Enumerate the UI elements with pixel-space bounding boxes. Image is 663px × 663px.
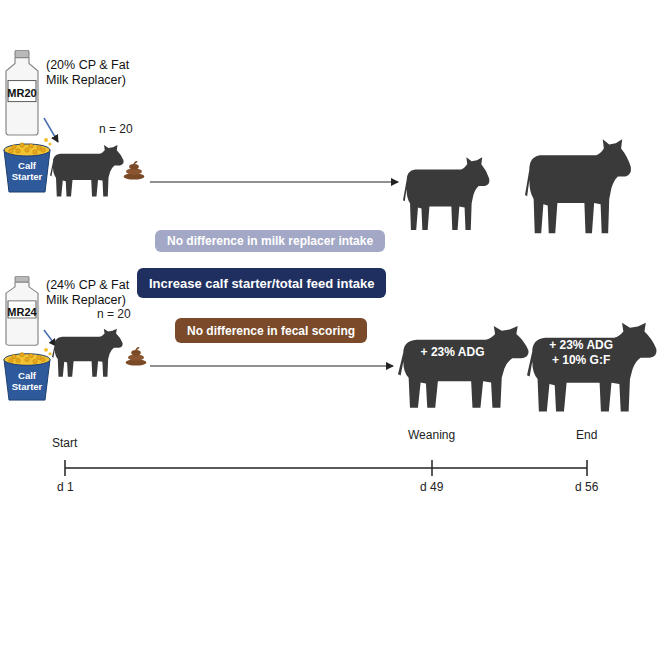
shape-part bbox=[33, 359, 37, 363]
phase-label: End bbox=[576, 428, 597, 442]
bottle-heading: (20% CP & Fat Milk Replacer) bbox=[46, 58, 142, 88]
shape-part bbox=[25, 148, 29, 152]
bucket-label: Calf Starter bbox=[10, 160, 44, 182]
calf-text: + 23% ADG+ 10% G:F bbox=[535, 338, 627, 368]
sample-size: n = 20 bbox=[97, 307, 131, 321]
calf-figure bbox=[398, 318, 531, 410]
day-label: d 1 bbox=[57, 480, 74, 494]
time-arrow bbox=[150, 181, 398, 182]
feed-arrow bbox=[44, 118, 58, 142]
calf-figure bbox=[52, 329, 123, 377]
shape-part bbox=[29, 354, 33, 358]
banner-text: Increase calf starter/total feed intake bbox=[149, 276, 374, 291]
shape-part bbox=[15, 50, 29, 58]
result-text: + 23% ADG bbox=[406, 345, 499, 360]
banner-text: No difference in fecal scoring bbox=[187, 324, 355, 338]
banner-text: No difference in milk replacer intake bbox=[167, 234, 373, 248]
result-text: + 10% G:F bbox=[535, 353, 627, 368]
phase-label: Start bbox=[52, 436, 77, 450]
timeline-tick bbox=[64, 460, 66, 476]
shape-part bbox=[398, 326, 529, 408]
bucket-node: Calf Starter bbox=[2, 136, 52, 194]
shape-part bbox=[44, 348, 48, 352]
shape-part bbox=[29, 144, 33, 148]
shape-part bbox=[16, 358, 20, 362]
shape-part bbox=[4, 354, 50, 366]
calf-figure bbox=[525, 139, 631, 233]
calf-node: + 23% ADG+ 10% G:F bbox=[527, 314, 659, 414]
calf-node: + 23% ADG bbox=[398, 318, 531, 410]
shape-part bbox=[37, 146, 41, 150]
shape-part bbox=[33, 150, 37, 154]
shape-part bbox=[41, 148, 45, 152]
feces-icon bbox=[126, 348, 147, 366]
sample-size: n = 20 bbox=[99, 122, 133, 136]
shape-part bbox=[12, 354, 16, 358]
result-text: + 23% ADG bbox=[535, 338, 627, 353]
bottle-label: MR24 bbox=[2, 306, 42, 318]
timeline-axis bbox=[65, 467, 587, 469]
shape-part bbox=[25, 357, 29, 361]
shape-part bbox=[16, 149, 20, 153]
bottle-label: MR20 bbox=[2, 87, 42, 99]
timeline-tick bbox=[586, 460, 588, 476]
bottle-heading: (24% CP & Fat Milk Replacer) bbox=[46, 278, 142, 308]
shape-part bbox=[44, 138, 48, 142]
shape-part bbox=[9, 358, 13, 362]
shape-part bbox=[20, 143, 24, 147]
bucket-label: Calf Starter bbox=[10, 370, 44, 392]
shape-part bbox=[37, 355, 41, 359]
timeline-tick bbox=[431, 460, 433, 476]
shape-part bbox=[527, 323, 657, 412]
finding-banner: No difference in fecal scoring bbox=[175, 318, 367, 343]
shape-part bbox=[48, 142, 51, 145]
day-label: d 49 bbox=[420, 480, 443, 494]
calf-text: + 23% ADG bbox=[406, 345, 499, 360]
calf-figure bbox=[403, 157, 489, 230]
calf-figure bbox=[50, 145, 124, 196]
shape-part bbox=[20, 353, 24, 357]
phase-label: Weaning bbox=[408, 428, 455, 442]
day-label: d 56 bbox=[575, 480, 598, 494]
shape-part bbox=[4, 144, 50, 156]
feed-arrow bbox=[44, 330, 56, 346]
feces-icon bbox=[124, 162, 145, 180]
bottle-node: MR24(24% CP & Fat Milk Replacer) bbox=[2, 276, 42, 346]
shape-part bbox=[9, 149, 13, 153]
finding-banner: No difference in milk replacer intake bbox=[155, 230, 385, 252]
bucket-node: Calf Starter bbox=[2, 346, 52, 402]
bottle-node: MR20(20% CP & Fat Milk Replacer) bbox=[2, 50, 42, 136]
shape-part bbox=[15, 276, 29, 282]
shape-part bbox=[48, 352, 51, 355]
time-arrow bbox=[150, 365, 393, 366]
shape-part bbox=[12, 145, 16, 149]
finding-banner: Increase calf starter/total feed intake bbox=[137, 268, 386, 298]
shape-part bbox=[41, 357, 45, 361]
